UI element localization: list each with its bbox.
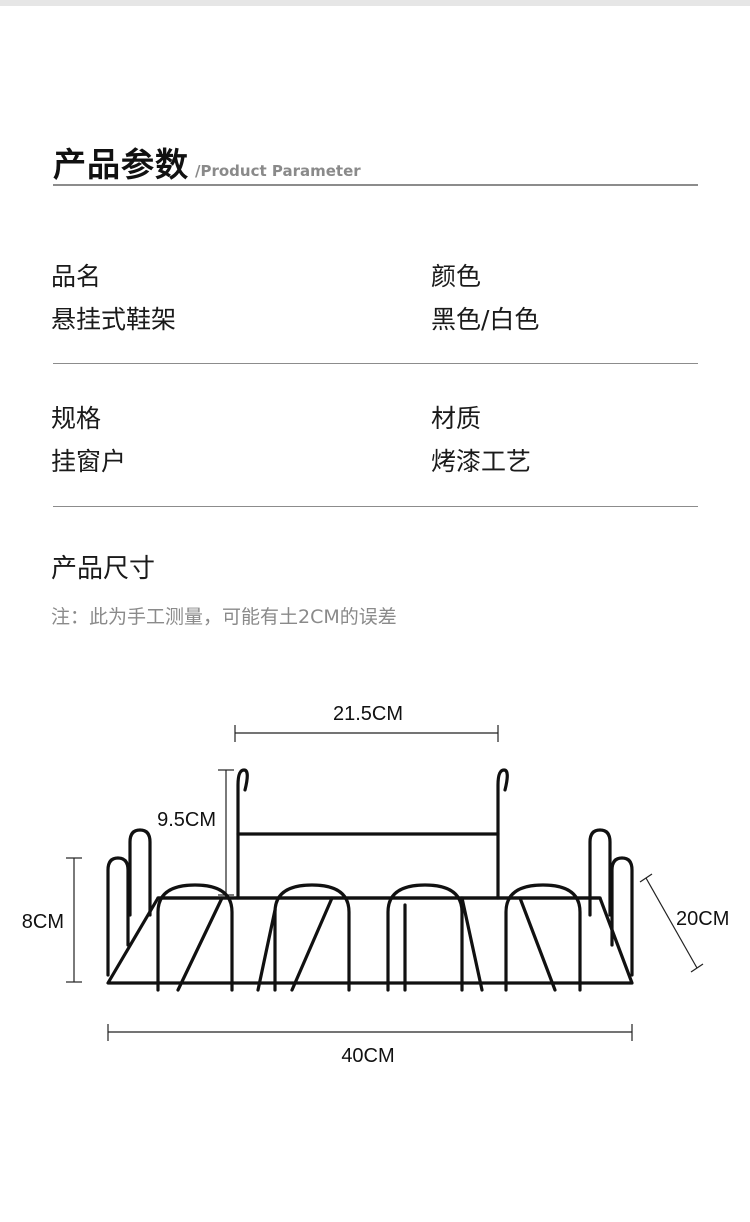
- section-title: 产品参数: [53, 145, 189, 184]
- dimension-hook-height: [218, 769, 234, 896]
- spec-value-name: 悬挂式鞋架: [51, 305, 177, 334]
- measurement-note: 注：此为手工测量，可能有土2CM的误差: [51, 606, 397, 628]
- dim-label-length: 40CM: [341, 1045, 394, 1067]
- dim-label-top-width: 21.5CM: [333, 703, 403, 725]
- size-section-title: 产品尺寸: [51, 554, 156, 584]
- spec-divider: [53, 506, 698, 507]
- spec-value-size: 挂窗户: [51, 447, 127, 476]
- header-divider: [53, 184, 698, 186]
- dim-label-height: 8CM: [22, 911, 64, 933]
- top-divider-bar: [0, 0, 750, 6]
- dimension-depth: [639, 873, 704, 973]
- spec-value-color: 黑色/白色: [431, 305, 540, 334]
- spec-value-material: 烤漆工艺: [431, 447, 532, 476]
- shoe-rack-illustration: [106, 768, 634, 992]
- spec-label-color: 颜色: [431, 262, 482, 291]
- shoe-rack-diagram: 21.5CM 9.5CM 8CM 20CM 40CM: [22, 703, 730, 1067]
- spec-label-name: 品名: [51, 262, 102, 291]
- spec-label-material: 材质: [431, 404, 482, 433]
- dim-label-hook-height: 9.5CM: [157, 809, 216, 831]
- spec-label-size: 规格: [51, 404, 102, 433]
- dimension-top-width: [234, 725, 499, 742]
- section-subtitle: /Product Parameter: [195, 162, 361, 180]
- dim-label-depth: 20CM: [676, 908, 729, 930]
- spec-divider: [53, 363, 698, 364]
- dimension-height: [66, 857, 82, 983]
- section-header: 产品参数 /Product Parameter: [53, 138, 361, 186]
- dimension-length: [107, 1024, 633, 1041]
